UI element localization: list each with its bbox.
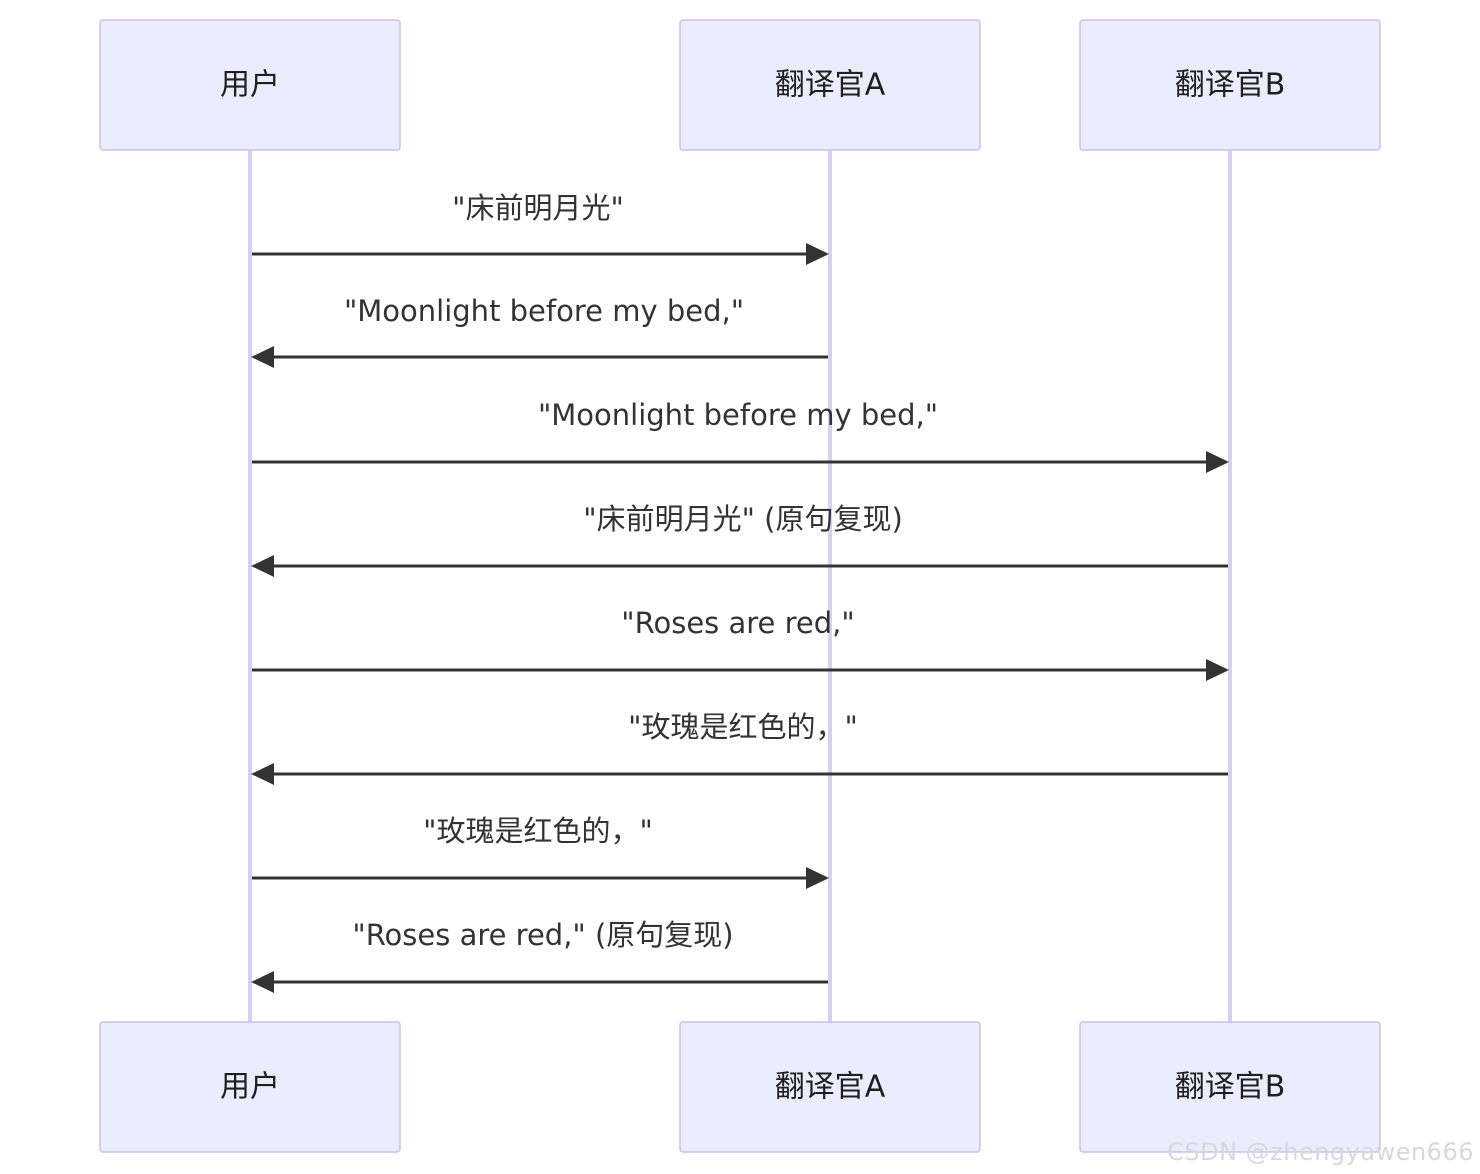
message-label: "玫瑰是红色的，" — [423, 814, 653, 848]
arrowhead-right — [806, 243, 829, 265]
actor-label: 翻译官A — [775, 68, 886, 103]
actor-label: 翻译官B — [1175, 68, 1286, 103]
message-6: "玫瑰是红色的，" — [251, 710, 1228, 785]
message-4: "床前明月光" (原句复现) — [251, 502, 1228, 577]
message-3: "Moonlight before my bed," — [252, 398, 1229, 473]
actor-label: 用户 — [220, 1070, 280, 1105]
message-label: "床前明月光" — [452, 191, 624, 225]
actor-label: 翻译官A — [775, 1070, 886, 1105]
actor-user-bottom: 用户 — [99, 1021, 401, 1153]
message-label: "Moonlight before my bed," — [344, 294, 744, 328]
message-1: "床前明月光" — [252, 191, 829, 265]
arrowhead-right — [1206, 451, 1229, 473]
message-7: "玫瑰是红色的，" — [252, 814, 829, 889]
actor-label: 翻译官B — [1175, 1070, 1286, 1105]
message-label: "Moonlight before my bed," — [538, 398, 938, 432]
message-label: "Roses are red," — [621, 606, 854, 640]
message-label: "Roses are red," (原句复现) — [352, 918, 733, 952]
actor-label: 用户 — [220, 68, 280, 103]
actors-bottom: 用户 翻译官A 翻译官B — [99, 1021, 1381, 1153]
actor-translator-a-bottom: 翻译官A — [679, 1021, 981, 1153]
actor-translator-b-top: 翻译官B — [1079, 19, 1381, 151]
arrowhead-left — [251, 555, 274, 577]
actor-translator-a-top: 翻译官A — [679, 19, 981, 151]
message-label: "床前明月光" (原句复现) — [583, 502, 903, 536]
message-5: "Roses are red," — [252, 606, 1229, 681]
arrowhead-left — [251, 763, 274, 785]
actors-top: 用户 翻译官A 翻译官B — [99, 19, 1381, 151]
watermark: CSDN @zhengyawen666 — [1167, 1138, 1474, 1166]
arrowhead-left — [251, 971, 274, 993]
actor-user-top: 用户 — [99, 19, 401, 151]
arrowhead-right — [806, 867, 829, 889]
message-label: "玫瑰是红色的，" — [628, 710, 858, 744]
lifelines — [248, 150, 1232, 1022]
message-8: "Roses are red," (原句复现) — [251, 918, 828, 993]
actor-translator-b-bottom: 翻译官B — [1079, 1021, 1381, 1153]
messages: "床前明月光" "Moonlight before my bed," "Moon… — [251, 191, 1229, 993]
arrowhead-right — [1206, 659, 1229, 681]
message-2: "Moonlight before my bed," — [251, 294, 828, 368]
arrowhead-left — [251, 346, 274, 368]
